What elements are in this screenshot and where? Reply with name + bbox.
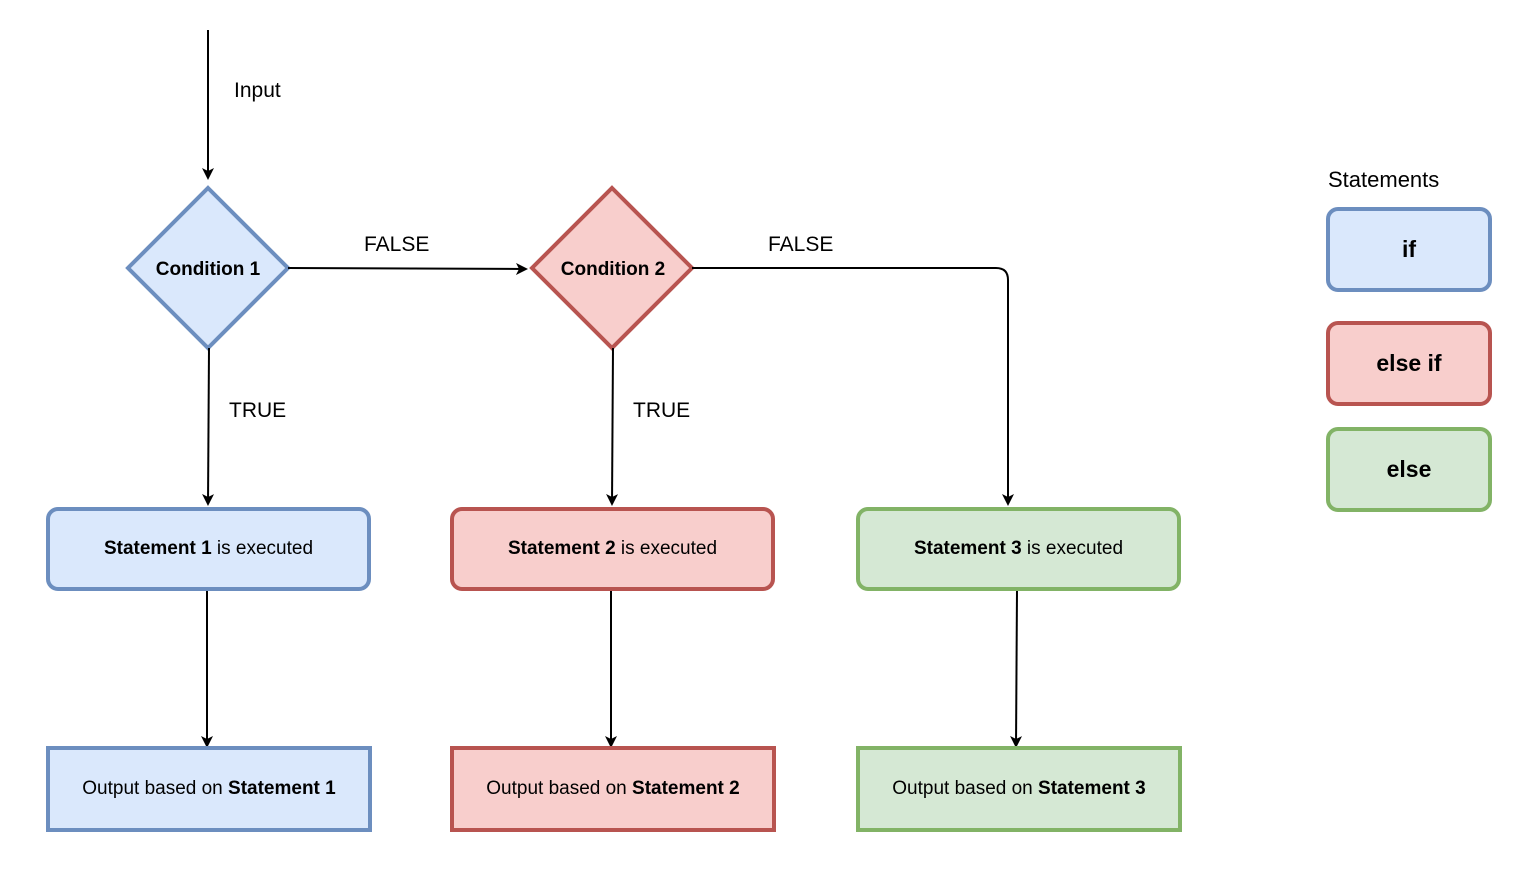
statement-3-to-output-arrow xyxy=(1010,589,1023,748)
statement-3-text: Statement 3 is executed xyxy=(913,538,1124,559)
true-label-1: TRUE xyxy=(229,399,287,422)
legend-else: else xyxy=(1326,427,1492,512)
statement-1-text: Statement 1 is executed xyxy=(103,538,314,559)
false-label-2: FALSE xyxy=(768,233,834,256)
input-label: Input xyxy=(234,79,281,102)
condition-2-label: Condition 2 xyxy=(560,259,666,280)
output-1-box: Output based on Statement 1 xyxy=(46,746,372,832)
condition-1-label: Condition 1 xyxy=(155,259,261,280)
output-2-text: Output based on Statement 2 xyxy=(486,778,740,799)
true-arrow-1 xyxy=(202,347,215,506)
legend-else-if: else if xyxy=(1326,321,1492,406)
legend-if: if xyxy=(1326,207,1492,292)
output-2-box: Output based on Statement 2 xyxy=(450,746,776,832)
legend-else-if-label: else if xyxy=(1376,350,1442,376)
legend-title: Statements xyxy=(1328,167,1440,192)
statement-2-box: Statement 2 is executed xyxy=(450,507,775,591)
statement-3-box: Statement 3 is executed xyxy=(856,507,1181,591)
legend-else-label: else xyxy=(1386,456,1432,482)
output-1-text: Output based on Statement 1 xyxy=(82,778,336,799)
false-arrow-1 xyxy=(287,262,528,275)
false-arrow-2 xyxy=(692,267,1014,506)
statement-1-box: Statement 1 is executed xyxy=(46,507,371,591)
false-label-1: FALSE xyxy=(364,233,430,256)
true-arrow-2 xyxy=(606,347,619,506)
statement-2-text: Statement 2 is executed xyxy=(507,538,718,559)
output-3-text: Output based on Statement 3 xyxy=(892,778,1146,799)
legend-if-label: if xyxy=(1401,236,1417,262)
true-label-2: TRUE xyxy=(633,399,691,422)
output-3-box: Output based on Statement 3 xyxy=(856,746,1182,832)
